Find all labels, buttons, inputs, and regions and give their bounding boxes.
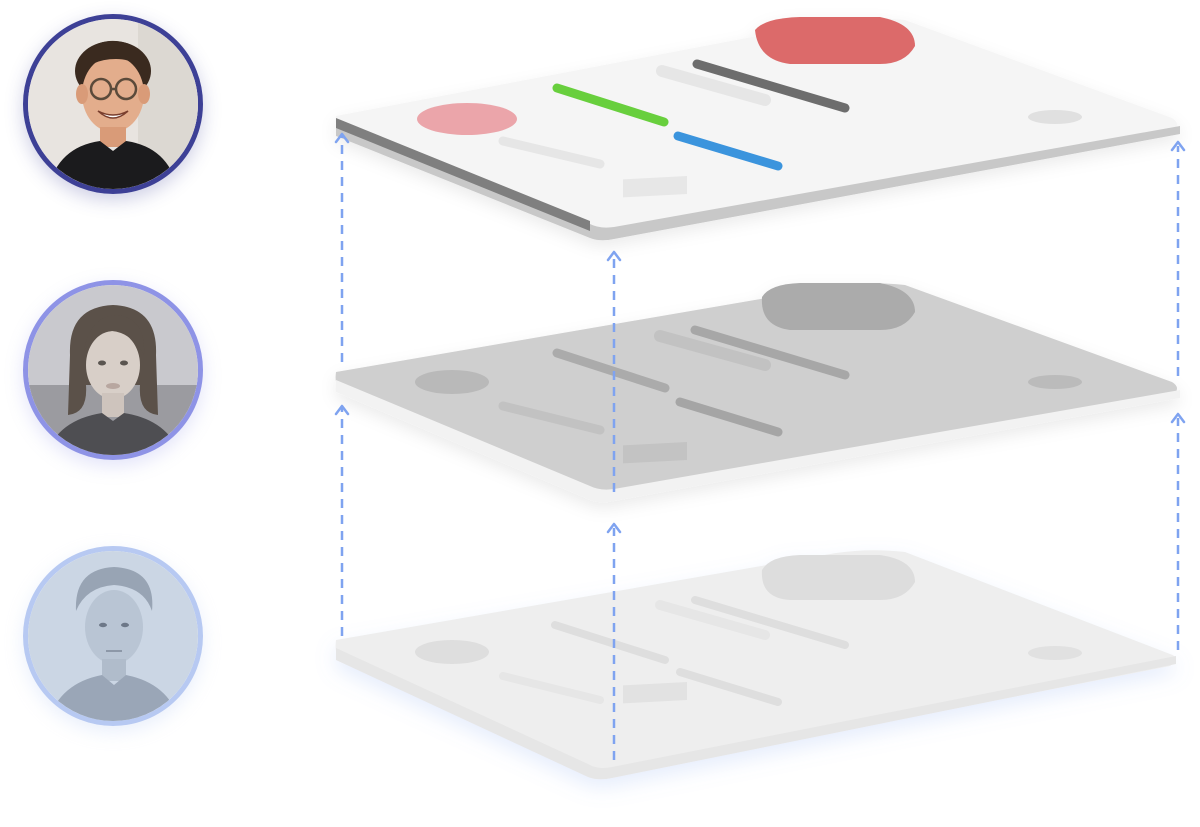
person-glasses-avatar-icon: [28, 19, 198, 189]
top-card-dark-bar: [692, 59, 850, 113]
layer-top-card: [335, 17, 1180, 241]
top-card-avatar-shape: [417, 103, 517, 135]
connector-arrows: [334, 132, 1186, 760]
person-man-avatar-icon: [28, 551, 198, 721]
layer-middle-card: [335, 283, 1180, 503]
avatar-user-1: [23, 14, 203, 194]
top-card-red-button-shape: [755, 17, 915, 64]
top-card-green-bar: [552, 83, 669, 127]
layer-bottom-card: [335, 550, 1177, 780]
avatar-user-3: [23, 546, 203, 726]
top-card-blue-bar: [673, 131, 783, 171]
